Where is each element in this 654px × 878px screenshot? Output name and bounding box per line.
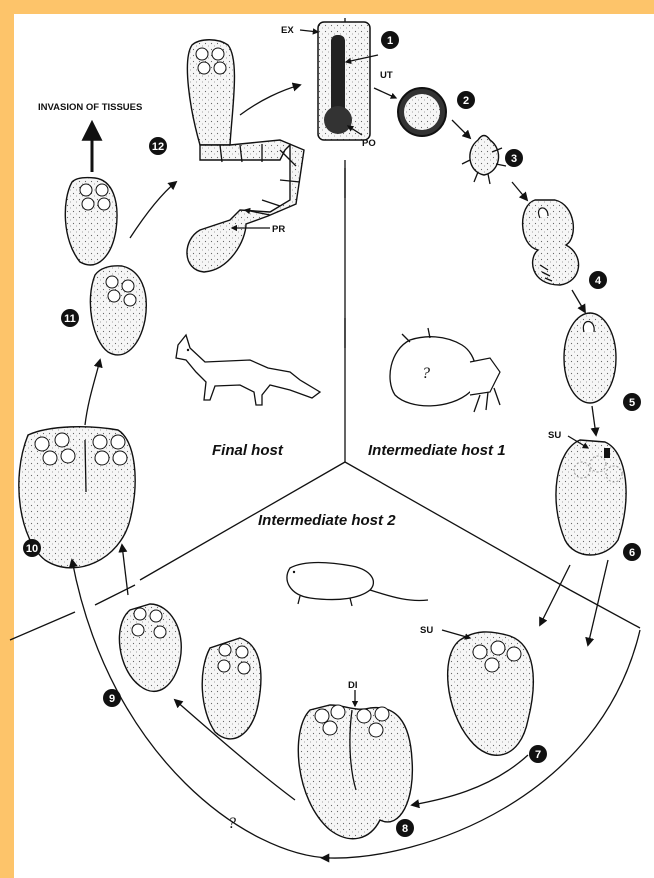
stage-number-2: 2 — [457, 91, 475, 109]
label-ex: EX — [281, 25, 294, 36]
label-su-2: SU — [420, 625, 433, 636]
svg-text:10: 10 — [26, 543, 38, 555]
svg-text:3: 3 — [511, 153, 517, 165]
svg-text:7: 7 — [535, 749, 541, 761]
stage-number-9: 9 — [103, 689, 121, 707]
svg-text:11: 11 — [64, 313, 76, 325]
stage-4-larva — [512, 182, 579, 285]
stage-11-larva — [65, 124, 176, 425]
stage-number-8: 8 — [396, 819, 414, 837]
label-invasion: INVASION OF TISSUES — [38, 102, 142, 113]
mite-illustration — [390, 328, 500, 412]
svg-text:9: 9 — [109, 693, 115, 705]
label-ut: UT — [380, 70, 393, 81]
stage-12-adult-worm — [187, 40, 304, 272]
stage-number-5: 5 — [623, 393, 641, 411]
intermediate-host-2-label: Intermediate host 2 — [258, 512, 396, 529]
stage-3-oncosphere — [452, 120, 506, 184]
stage-number-12: 12 — [149, 137, 167, 155]
stage-2-egg — [374, 88, 446, 136]
svg-text:2: 2 — [463, 95, 469, 107]
stage-6-larva — [556, 406, 626, 555]
stage-7-larva — [442, 560, 608, 755]
intermediate-host-1-label: Intermediate host 1 — [368, 442, 506, 459]
label-po: PO — [362, 138, 376, 149]
svg-text:1: 1 — [387, 35, 393, 47]
stage-number-1: 1 — [381, 31, 399, 49]
svg-text:8: 8 — [402, 823, 408, 835]
label-di: DI — [348, 680, 358, 691]
label-pr: PR — [272, 224, 285, 235]
stage-10-larva — [19, 427, 135, 595]
final-host-label: Final host — [212, 442, 284, 459]
svg-text:12: 12 — [152, 141, 164, 153]
stage-5-larva — [564, 290, 616, 403]
stage-number-10: 10 — [23, 539, 41, 557]
stage-number-3: 3 — [505, 149, 523, 167]
stage-9-larvae — [119, 604, 295, 800]
bottom-question-mark: ? — [228, 815, 236, 832]
label-su-1: SU — [548, 430, 561, 441]
mouse-illustration — [287, 563, 428, 607]
stage-1-proglottid — [300, 22, 378, 140]
fox-illustration — [176, 335, 320, 405]
mite-question-mark: ? — [422, 365, 430, 382]
stage-number-7: 7 — [529, 745, 547, 763]
svg-text:6: 6 — [629, 547, 635, 559]
svg-text:5: 5 — [629, 397, 635, 409]
stage-number-11: 11 — [61, 309, 79, 327]
svg-text:4: 4 — [595, 275, 602, 287]
stage-number-6: 6 — [623, 543, 641, 561]
stage-number-4: 4 — [589, 271, 607, 289]
